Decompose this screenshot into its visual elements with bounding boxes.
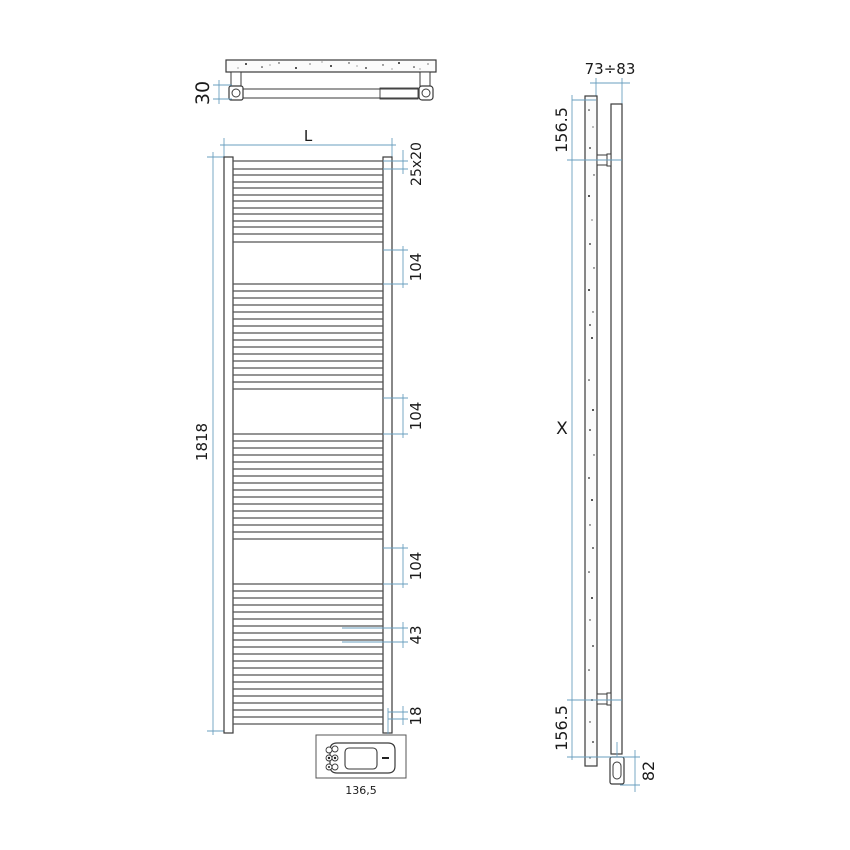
dim-1818: [207, 152, 226, 735]
dim-156-5-top: [567, 95, 622, 760]
left-upright: [223, 156, 234, 734]
top-view-rail: [235, 88, 427, 99]
stone-texture-side: [588, 109, 595, 759]
top-view-bracket-left: [230, 71, 242, 87]
dim-136-5-label: 136,5: [345, 784, 377, 797]
dim-43: [342, 622, 408, 648]
rail-group-3: [233, 433, 383, 540]
rail-group-2: [233, 283, 383, 390]
side-view-radiator-upright: [610, 103, 623, 755]
dim-25x20: [383, 150, 408, 174]
dim-104-1-label: 104: [407, 253, 425, 282]
rail-group-1: [233, 160, 383, 243]
dim-104-1: [383, 246, 408, 288]
side-view-wall-slab: [584, 95, 598, 767]
dim-L: [220, 138, 396, 160]
dim-82-label: 82: [639, 761, 658, 781]
thermostat-buttons-icon: [325, 745, 339, 771]
dim-1818-label: 1818: [193, 423, 211, 461]
dim-104-3: [383, 544, 408, 588]
dim-18-label: 18: [407, 706, 425, 725]
dim-156-5-top-label: 156.5: [552, 107, 571, 153]
stone-texture: [237, 61, 429, 70]
dim-156-5-bottom: [567, 699, 640, 758]
top-view-bracket-right: [419, 71, 431, 87]
dim-82: [616, 742, 640, 792]
side-view: 73÷83 156.5: [552, 60, 658, 792]
thermostat-display-icon: [344, 747, 378, 770]
front-view: L 1818: [193, 127, 425, 735]
dim-30: [213, 80, 232, 104]
right-upright: [382, 156, 393, 734]
dim-30-label: 30: [192, 81, 214, 105]
dim-73-83-label: 73÷83: [585, 60, 636, 78]
dim-25x20-label: 25x20: [409, 142, 425, 186]
dim-104-2: [383, 394, 408, 438]
dim-156-5-bottom-label: 156.5: [552, 705, 571, 751]
dim-43-label: 43: [407, 625, 425, 644]
dim-104-2-label: 104: [407, 402, 425, 431]
dim-104-3-label: 104: [407, 552, 425, 581]
top-view: 30: [192, 59, 437, 105]
dim-L-label: L: [304, 127, 313, 145]
rail-group-4: [233, 583, 383, 725]
dim-18: [387, 706, 408, 734]
dim-X-label: X: [556, 419, 568, 439]
control-unit[interactable]: 136,5: [315, 734, 407, 797]
